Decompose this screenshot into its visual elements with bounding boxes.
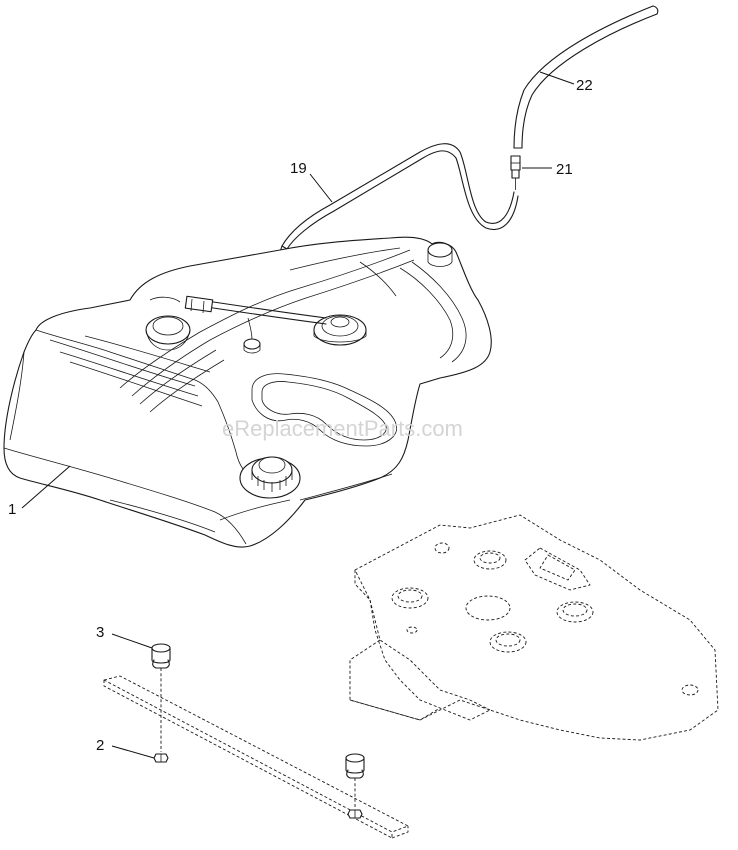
part-1-fuel-tank[interactable] xyxy=(3,236,492,548)
leader-line-22 xyxy=(539,71,575,85)
leader-line-3 xyxy=(111,633,153,649)
part-3-bumper-2[interactable] xyxy=(345,753,365,808)
mounting-strap xyxy=(103,675,409,839)
frame-plate xyxy=(349,514,719,741)
part-2-nut[interactable] xyxy=(153,753,169,763)
leader-line-2 xyxy=(111,745,155,759)
callout-22: 22 xyxy=(576,77,593,94)
leader-line-1 xyxy=(21,465,71,509)
callout-3: 3 xyxy=(96,624,104,641)
part-21-fitting[interactable] xyxy=(510,155,521,190)
callout-1: 1 xyxy=(8,501,16,518)
part-2-nut-2[interactable] xyxy=(347,809,363,819)
part-22-vent-hose[interactable] xyxy=(513,5,659,149)
part-3-bumper[interactable] xyxy=(151,643,171,752)
callout-21: 21 xyxy=(556,161,573,178)
watermark: eReplacementParts.com xyxy=(222,416,463,441)
callout-2: 2 xyxy=(96,737,104,754)
leader-line-19 xyxy=(309,173,333,203)
callout-19: 19 xyxy=(290,160,307,177)
